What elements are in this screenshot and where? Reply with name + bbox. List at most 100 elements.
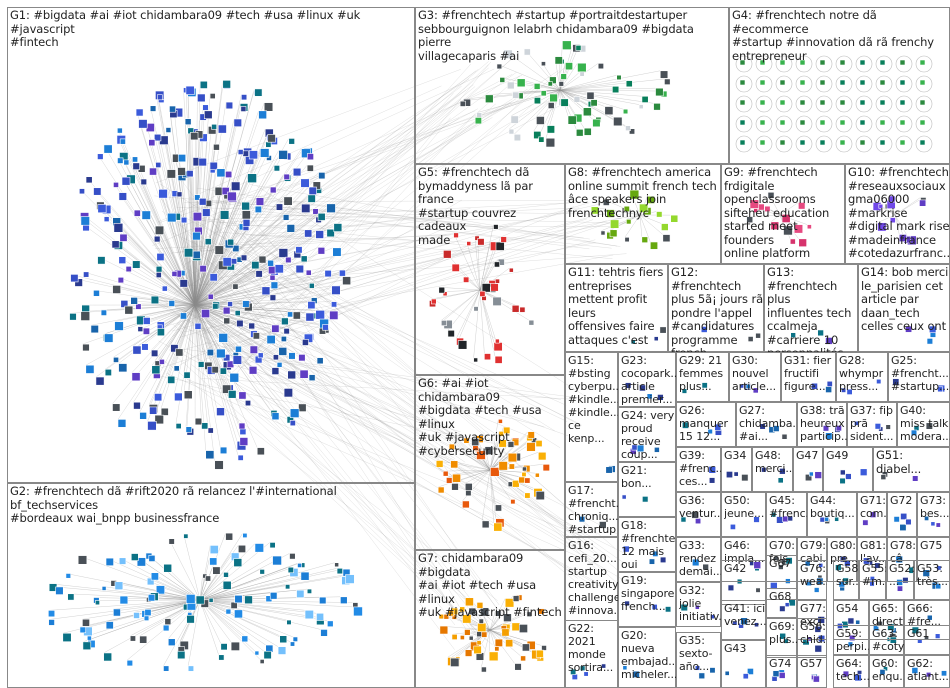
- edge: [894, 197, 921, 216]
- node: [849, 634, 856, 642]
- edge: [559, 80, 627, 91]
- edge: [221, 207, 580, 223]
- edge: [82, 599, 201, 643]
- edge: [499, 77, 561, 91]
- node: [578, 515, 586, 523]
- node: [659, 70, 669, 79]
- node: [811, 382, 818, 390]
- node: [558, 81, 564, 87]
- node: [266, 335, 276, 345]
- node: [554, 56, 563, 65]
- edge: [194, 147, 244, 306]
- group-label-g51: G51: diabel...: [876, 449, 922, 476]
- node: [601, 663, 607, 669]
- node-loop: [775, 55, 793, 73]
- node: [249, 345, 258, 354]
- edge: [199, 562, 335, 601]
- group-box-g8: G8: #frenchtech america online summit fr…: [565, 164, 721, 264]
- node: [841, 387, 847, 393]
- group-box-g76: G76: wea...: [797, 560, 827, 600]
- edge: [199, 558, 234, 601]
- node: [919, 199, 927, 207]
- node: [271, 412, 280, 421]
- node: [492, 296, 502, 306]
- node: [211, 366, 219, 374]
- node: [131, 372, 141, 382]
- node: [824, 516, 829, 522]
- edge: [517, 89, 561, 94]
- edge: [194, 173, 285, 306]
- group-box-g2: G2: #frenchtech dã #rift2020 rã relancez…: [7, 483, 415, 688]
- node: [746, 216, 754, 224]
- node: [306, 588, 312, 594]
- node: [877, 620, 883, 627]
- node: [104, 333, 114, 343]
- node: [501, 628, 510, 637]
- node: [477, 238, 485, 246]
- node: [287, 311, 294, 318]
- edge: [199, 568, 344, 601]
- node: [519, 306, 526, 313]
- node: [132, 260, 141, 269]
- node: [270, 281, 279, 289]
- edge: [559, 70, 661, 91]
- node-loop: [815, 75, 833, 93]
- node: [484, 353, 491, 361]
- node: [192, 231, 201, 241]
- node-loop: [895, 115, 913, 133]
- node: [761, 467, 767, 473]
- edge: [177, 323, 587, 533]
- node: [105, 557, 114, 566]
- group-box-g19: G19: singapore french...: [618, 572, 676, 627]
- edge: [177, 167, 196, 306]
- edge: [639, 214, 662, 224]
- edge: [201, 347, 487, 641]
- node: [534, 472, 540, 478]
- node: [783, 225, 793, 236]
- node: [450, 657, 460, 667]
- node: [289, 553, 296, 560]
- node: [160, 407, 169, 416]
- edge: [194, 181, 232, 306]
- edge: [224, 333, 456, 626]
- node: [535, 490, 545, 501]
- node: [214, 245, 224, 255]
- edge: [179, 218, 587, 338]
- edge: [194, 255, 260, 306]
- node: [148, 139, 156, 147]
- edge: [199, 572, 224, 601]
- node: [156, 94, 163, 101]
- node: [202, 104, 209, 111]
- edge: [184, 248, 196, 306]
- node: [154, 414, 164, 425]
- group-label-g33: G33: rendez demai...: [679, 539, 721, 578]
- edge: [559, 89, 584, 108]
- edge: [194, 304, 205, 363]
- node: [616, 74, 622, 81]
- edge: [194, 178, 301, 306]
- edge: [181, 102, 521, 227]
- node: [183, 533, 189, 539]
- node: [899, 59, 906, 66]
- node: [485, 94, 494, 104]
- group-box-g14: G14: bob merci le_parisien cet article p…: [858, 264, 950, 352]
- node: [874, 423, 882, 430]
- group-box-g17: G17: #frencht... chroniq... #startup cet…: [565, 482, 618, 537]
- edge: [591, 206, 641, 216]
- node: [304, 229, 313, 238]
- edge: [258, 78, 470, 218]
- edge: [210, 90, 467, 281]
- node: [150, 572, 159, 581]
- edge: [194, 261, 252, 306]
- node: [854, 420, 859, 426]
- edge: [173, 100, 548, 320]
- edge: [159, 183, 555, 432]
- node: [283, 196, 293, 206]
- node: [528, 319, 535, 326]
- edge: [507, 81, 561, 91]
- edge: [180, 217, 196, 306]
- node: [481, 631, 488, 638]
- node: [241, 210, 251, 220]
- node: [771, 512, 777, 518]
- node: [859, 119, 866, 126]
